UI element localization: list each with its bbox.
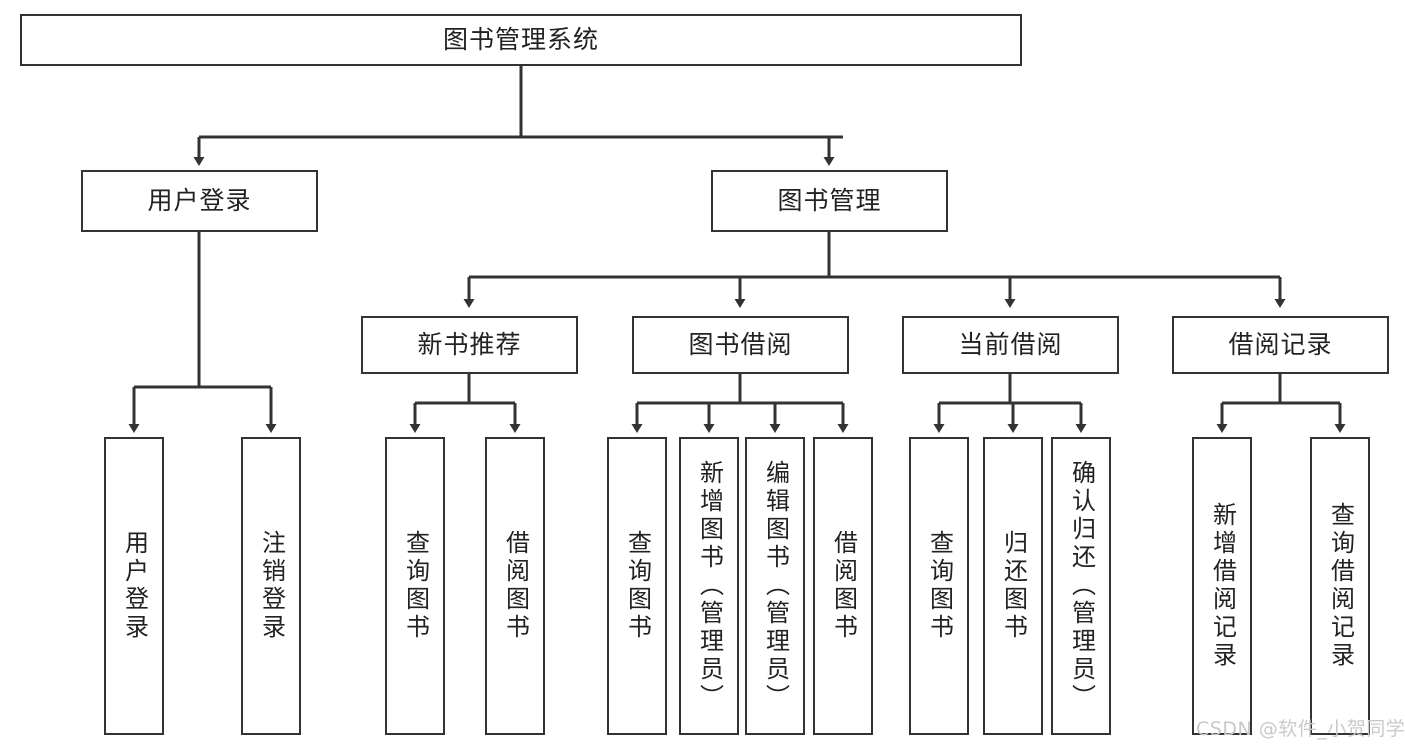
leaf-add-record-label: 新增借阅记录: [1208, 502, 1237, 670]
leaf-edit-book[interactable]: 编辑图书（管理员）: [745, 437, 805, 735]
node-user-login[interactable]: 用户登录: [81, 170, 318, 232]
leaf-user-login-label: 用户登录: [120, 530, 149, 642]
node-root[interactable]: 图书管理系统: [20, 14, 1022, 66]
node-new-book-recommend-label: 新书推荐: [417, 330, 522, 360]
node-book-manage[interactable]: 图书管理: [711, 170, 948, 232]
leaf-query-book-1[interactable]: 查询图书: [385, 437, 445, 735]
leaf-query-record[interactable]: 查询借阅记录: [1310, 437, 1370, 735]
node-user-login-label: 用户登录: [147, 186, 252, 216]
leaf-user-logout-label: 注销登录: [257, 530, 286, 642]
leaf-add-book-label: 新增图书（管理员）: [695, 460, 724, 712]
leaf-borrow-book-2[interactable]: 借阅图书: [813, 437, 873, 735]
node-current-borrow-label: 当前借阅: [958, 330, 1063, 360]
leaf-borrow-book-1-label: 借阅图书: [501, 530, 530, 642]
node-book-manage-label: 图书管理: [777, 186, 882, 216]
leaf-add-book[interactable]: 新增图书（管理员）: [679, 437, 739, 735]
leaf-borrow-book-2-label: 借阅图书: [829, 530, 858, 642]
csdn-watermark: CSDN @软件_小贺同学: [1196, 718, 1405, 740]
leaf-return-book[interactable]: 归还图书: [983, 437, 1043, 735]
leaf-query-record-label: 查询借阅记录: [1326, 502, 1355, 670]
node-new-book-recommend[interactable]: 新书推荐: [361, 316, 578, 374]
node-borrow-record[interactable]: 借阅记录: [1172, 316, 1389, 374]
leaf-borrow-book-1[interactable]: 借阅图书: [485, 437, 545, 735]
leaf-user-logout[interactable]: 注销登录: [241, 437, 301, 735]
leaf-query-book-3-label: 查询图书: [925, 530, 954, 642]
leaf-user-login[interactable]: 用户登录: [104, 437, 164, 735]
node-book-borrow[interactable]: 图书借阅: [632, 316, 849, 374]
leaf-edit-book-label: 编辑图书（管理员）: [761, 460, 790, 712]
leaf-query-book-3[interactable]: 查询图书: [909, 437, 969, 735]
node-root-label: 图书管理系统: [442, 25, 599, 55]
leaf-query-book-2[interactable]: 查询图书: [607, 437, 667, 735]
leaf-add-record[interactable]: 新增借阅记录: [1192, 437, 1252, 735]
node-current-borrow[interactable]: 当前借阅: [902, 316, 1119, 374]
node-book-borrow-label: 图书借阅: [688, 330, 793, 360]
leaf-confirm-return[interactable]: 确认归还（管理员）: [1051, 437, 1111, 735]
leaf-query-book-1-label: 查询图书: [401, 530, 430, 642]
node-borrow-record-label: 借阅记录: [1228, 330, 1333, 360]
leaf-return-book-label: 归还图书: [999, 530, 1028, 642]
leaf-query-book-2-label: 查询图书: [623, 530, 652, 642]
leaf-confirm-return-label: 确认归还（管理员）: [1067, 460, 1096, 712]
